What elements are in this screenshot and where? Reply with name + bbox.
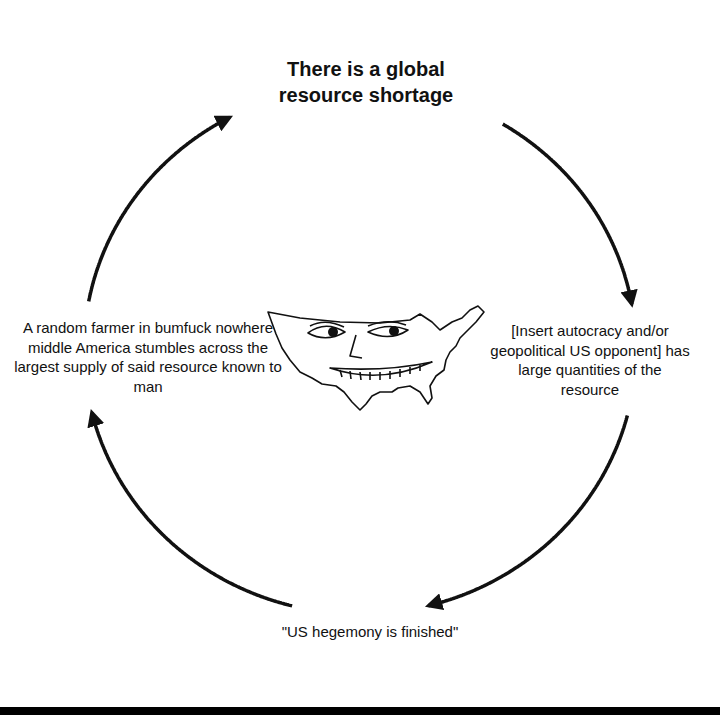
nose: [350, 335, 362, 358]
cycle-arrow: [503, 124, 632, 304]
step-text: A random farmer in bumfuck nowhere middl…: [8, 318, 288, 396]
cycle-arrow: [89, 117, 230, 301]
cycle-step: A random farmer in bumfuck nowhere middl…: [4, 314, 292, 400]
cycle-arrow: [92, 412, 292, 606]
left-pupil: [328, 327, 338, 337]
cycle-step: [Insert autocracy and/or geopolitical US…: [486, 317, 694, 403]
bottom-bar: [0, 707, 720, 715]
step-text: [Insert autocracy and/or geopolitical US…: [490, 321, 690, 399]
cycle-step: "US hegemony is finished": [236, 618, 504, 646]
us-outline: [268, 306, 484, 410]
cycle-step: There is a global resource shortage: [242, 52, 490, 112]
step-text: There is a global resource shortage: [246, 56, 486, 108]
grin: [330, 362, 432, 375]
right-pupil: [389, 326, 399, 336]
step-text: "US hegemony is finished": [240, 622, 500, 642]
cycle-arrow: [428, 415, 627, 605]
brow: [310, 322, 406, 327]
teeth: [340, 365, 420, 380]
right-eye: [368, 326, 408, 336]
left-eye: [308, 326, 345, 338]
